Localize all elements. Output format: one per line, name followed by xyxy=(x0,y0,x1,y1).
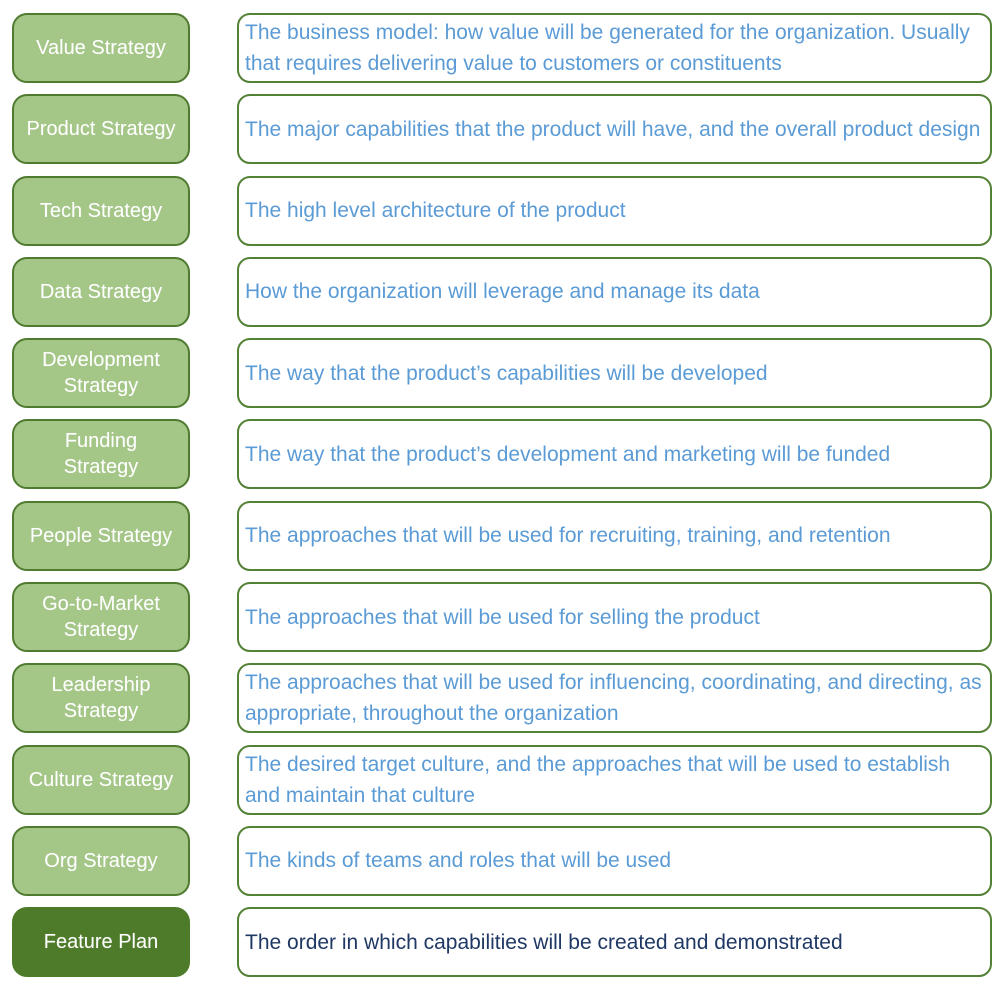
strategy-row-development: Development Strategy The way that the pr… xyxy=(12,338,992,409)
description-text: The way that the product’s development a… xyxy=(245,442,891,466)
strategy-label: Go-to-Market Strategy xyxy=(42,593,160,642)
strategy-box: People Strategy xyxy=(12,500,190,571)
strategy-label: Data Strategy xyxy=(39,280,163,303)
description-text: The approaches that will be used for rec… xyxy=(245,524,891,548)
strategy-label: Funding Strategy xyxy=(63,430,139,479)
description-box: The kinds of teams and roles that will b… xyxy=(237,825,992,896)
description-text: The high level architecture of the produ… xyxy=(245,199,626,223)
description-text: The desired target culture, and the appr… xyxy=(245,752,951,807)
strategy-label: Leadership Strategy xyxy=(51,674,151,723)
strategy-label: Culture Strategy xyxy=(28,768,174,791)
strategy-label: Value Strategy xyxy=(36,37,166,59)
strategy-box: Data Strategy xyxy=(12,256,190,327)
description-box: The way that the product’s development a… xyxy=(237,419,992,490)
description-box: The approaches that will be used for rec… xyxy=(237,500,992,571)
description-text: The order in which capabilities will be … xyxy=(245,930,843,954)
description-text: The business model: how value will be ge… xyxy=(245,21,970,75)
strategy-box: Development Strategy xyxy=(12,338,190,409)
strategy-row-org-strategy: Org Strategy The kinds of teams and role… xyxy=(12,825,992,896)
description-box: The high level architecture of the produ… xyxy=(237,175,992,246)
description-box: The business model: how value will be ge… xyxy=(237,13,992,83)
strategy-label: Feature Plan xyxy=(43,931,159,954)
strategy-row-product-strategy: Product Strategy The major capabilities … xyxy=(12,94,992,165)
strategy-row-people-strategy: People Strategy The approaches that will… xyxy=(12,500,992,571)
strategy-row-culture-strategy: Culture Strategy The desired target cult… xyxy=(12,744,992,815)
description-text: The approaches that will be used for inf… xyxy=(245,671,982,726)
strategy-box: Org Strategy xyxy=(12,825,190,896)
description-text: The kinds of teams and roles that will b… xyxy=(245,849,672,873)
description-box: The major capabilities that the product … xyxy=(237,94,992,165)
strategy-label: Development Strategy xyxy=(42,349,160,398)
strategy-label: Product Strategy xyxy=(26,118,176,141)
description-box: The desired target culture, and the appr… xyxy=(237,744,992,815)
strategy-box: Culture Strategy xyxy=(12,744,190,815)
strategy-row-leadership: Leadership Strategy The approaches that … xyxy=(12,663,992,734)
description-box: The approaches that will be used for sel… xyxy=(237,582,992,653)
strategy-label: People Strategy xyxy=(29,524,173,547)
strategy-box: Tech Strategy xyxy=(12,175,190,246)
description-box: The way that the product’s capabilities … xyxy=(237,338,992,409)
description-text: The major capabilities that the product … xyxy=(245,117,981,141)
strategy-box: Value Strategy xyxy=(12,13,190,83)
strategy-row-funding: Funding Strategy The way that the produc… xyxy=(12,419,992,490)
strategy-box: Go-to-Market Strategy xyxy=(12,582,190,653)
description-text: How the organization will leverage and m… xyxy=(245,280,760,304)
description-box: How the organization will leverage and m… xyxy=(237,256,992,327)
strategy-row-value-strategy: Value Strategy The business model: how v… xyxy=(12,13,992,83)
description-box: The approaches that will be used for inf… xyxy=(237,663,992,734)
strategy-box: Product Strategy xyxy=(12,94,190,165)
strategy-box: Funding Strategy xyxy=(12,419,190,490)
strategy-row-feature-plan: Feature Plan The order in which capabili… xyxy=(12,907,992,978)
strategy-label: Tech Strategy xyxy=(39,199,163,222)
description-text: The way that the product’s capabilities … xyxy=(245,361,768,385)
strategy-label: Org Strategy xyxy=(44,849,158,872)
strategy-row-data-strategy: Data Strategy How the organization will … xyxy=(12,256,992,327)
strategy-row-go-to-market: Go-to-Market Strategy The approaches tha… xyxy=(12,582,992,653)
strategy-box: Feature Plan xyxy=(12,907,190,978)
strategy-box: Leadership Strategy xyxy=(12,663,190,734)
strategy-row-tech-strategy: Tech Strategy The high level architectur… xyxy=(12,175,992,246)
description-text: The approaches that will be used for sel… xyxy=(245,605,760,629)
description-box: The order in which capabilities will be … xyxy=(237,907,992,978)
